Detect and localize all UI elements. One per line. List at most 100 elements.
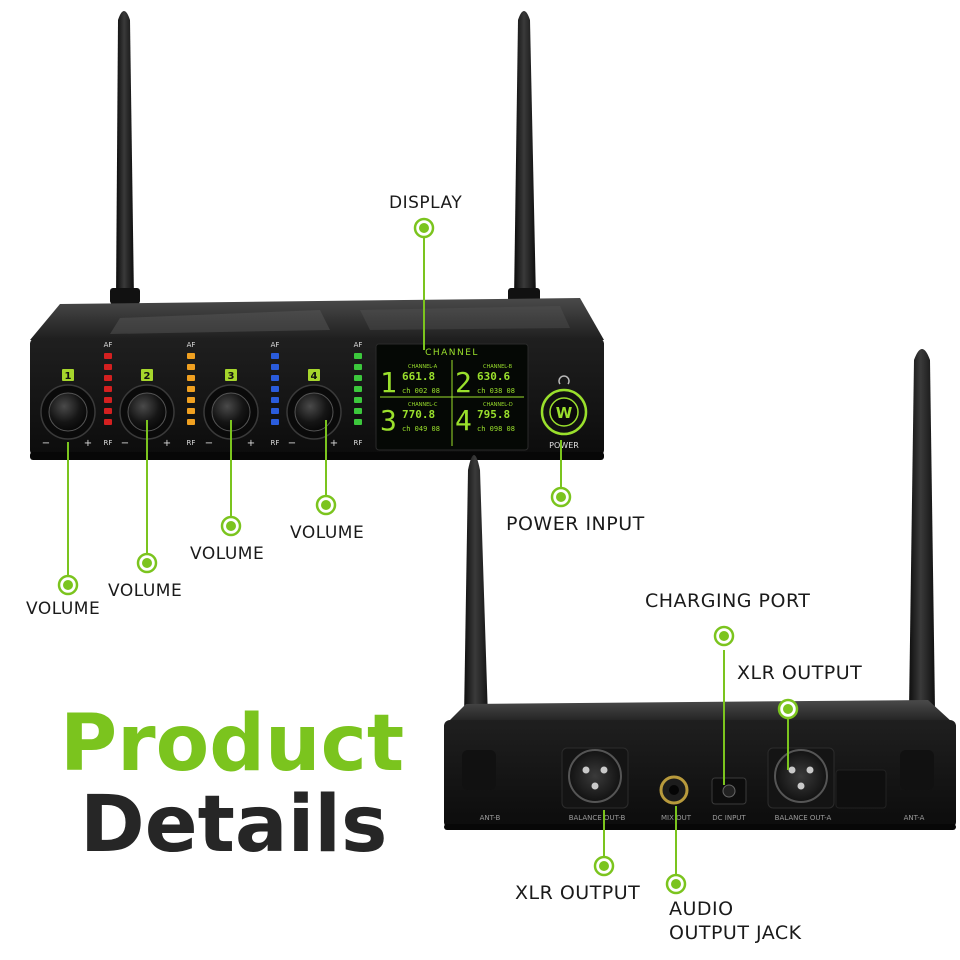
lcd-frequency: 795.8: [477, 408, 510, 421]
rf-label: RF: [354, 439, 363, 447]
channel-badge: [62, 369, 74, 381]
callout-dot-core: [142, 558, 152, 568]
meter-led: [104, 386, 112, 392]
minus-icon: −: [42, 438, 50, 449]
volume-knob-3[interactable]: [203, 384, 259, 440]
power-logo-icon: W: [556, 404, 573, 422]
callout-dot-core: [599, 861, 609, 871]
meter-led: [104, 419, 112, 425]
minus-icon: −: [288, 438, 296, 449]
lcd-channel-digit: 1: [380, 366, 397, 399]
plus-icon: +: [247, 438, 255, 449]
meter-led: [354, 353, 362, 359]
knob-cap: [294, 392, 334, 432]
rear-label-ant-right: ANT-A: [904, 814, 925, 822]
callout-display: DISPLAY: [389, 193, 463, 213]
meter-led: [354, 419, 362, 425]
channel-badge: [141, 369, 153, 381]
meter-led: [271, 419, 279, 425]
meter-led: [354, 375, 362, 381]
lcd-frequency: 661.8: [402, 370, 435, 383]
callout-volume-3: VOLUME: [190, 544, 265, 564]
callout-audio-output-line2: OUTPUT JACK: [669, 922, 802, 944]
meter-led: [187, 375, 195, 381]
callout-dot-core: [321, 500, 331, 510]
meter-led: [271, 353, 279, 359]
meter-led: [354, 397, 362, 403]
meter-led: [104, 353, 112, 359]
rear-label-ant-left: ANT-B: [480, 814, 501, 822]
lcd-channel-code: ch 002 08: [402, 387, 440, 395]
channel-number: 1: [65, 371, 72, 382]
meter-led: [104, 364, 112, 370]
channel-badge: [225, 369, 237, 381]
lcd-header: CHANNEL: [425, 348, 479, 358]
front-antenna-left: [116, 11, 134, 300]
rear-receiver: ANT-B ANT-A BALANCE OUT-B MIX OUT DC INP…: [444, 349, 956, 830]
audio-output-jack-connector: [659, 775, 689, 805]
meter-led: [271, 364, 279, 370]
plus-icon: +: [163, 438, 171, 449]
headline-product: Product: [60, 699, 405, 789]
callout-dot-core: [556, 492, 566, 502]
meter-led: [271, 386, 279, 392]
callout-dot-core: [783, 704, 793, 714]
af-label: AF: [354, 341, 363, 349]
lcd-channel-name: CHANNEL-B: [483, 364, 513, 370]
lcd-channel-digit: 4: [455, 404, 472, 437]
meter-led: [187, 408, 195, 414]
xlr-output-right-connector: [767, 747, 835, 809]
callout-volume-1: VOLUME: [26, 599, 101, 619]
callout-charging-port: CHARGING PORT: [645, 590, 811, 612]
lcd-channel-name: CHANNEL-A: [408, 364, 438, 370]
af-label: AF: [104, 341, 113, 349]
callout-audio-output-line1: AUDIO: [669, 898, 734, 920]
minus-icon: −: [205, 438, 213, 449]
lcd-channel-digit: 2: [455, 366, 472, 399]
lcd-channel-name: CHANNEL-D: [483, 402, 513, 408]
meter-led: [187, 419, 195, 425]
power-button[interactable]: W POWER: [540, 375, 588, 450]
meter-led: [187, 364, 195, 370]
headline-details: Details: [80, 780, 388, 870]
callout-power-input: POWER INPUT: [506, 513, 645, 535]
plus-icon: +: [84, 438, 92, 449]
volume-knob-2[interactable]: [119, 384, 175, 440]
front-antenna-right: [514, 11, 536, 300]
callout-dot-core: [63, 580, 73, 590]
meter-led: [187, 386, 195, 392]
charging-port-connector: [711, 777, 747, 805]
xlr-output-left-connector: [561, 747, 629, 809]
rear-antenna-left: [463, 455, 490, 780]
lcd-display: CHANNEL CHANNEL-A 1 661.8 ch 002 08 CHANNEL-…: [375, 343, 529, 451]
volume-knob-4[interactable]: [286, 384, 342, 440]
callout-dot-core: [671, 879, 681, 889]
meter-led: [271, 408, 279, 414]
meter-led: [354, 364, 362, 370]
rear-antenna-right: [908, 349, 936, 780]
meter-led: [271, 397, 279, 403]
meter-led: [354, 386, 362, 392]
rf-label: RF: [187, 439, 196, 447]
channel-number: 2: [144, 371, 151, 382]
meter-led: [271, 375, 279, 381]
channel-number: 3: [228, 371, 235, 382]
minus-icon: −: [121, 438, 129, 449]
callout-xlr-output-left: XLR OUTPUT: [515, 882, 641, 904]
meter-led: [104, 408, 112, 414]
front-unit-top: [30, 298, 604, 340]
rear-label-dc: DC INPUT: [712, 814, 746, 822]
power-label: POWER: [549, 441, 579, 450]
rear-label-xlr-left: BALANCE OUT-B: [569, 814, 626, 822]
meter-led: [187, 353, 195, 359]
meter-led: [354, 408, 362, 414]
channel-badge: [308, 369, 320, 381]
lcd-frequency: 770.8: [402, 408, 435, 421]
knob-cap: [48, 392, 88, 432]
volume-knob-1[interactable]: [40, 384, 96, 440]
lcd-channel-code: ch 038 08: [477, 387, 515, 395]
lcd-channel-code: ch 049 08: [402, 425, 440, 433]
callout-dot-core: [719, 631, 729, 641]
